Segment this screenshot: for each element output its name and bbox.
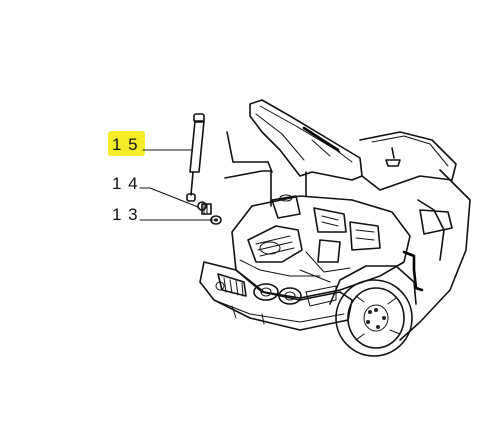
callout-15[interactable]: 1 5: [108, 131, 193, 156]
callout-14-label: 1 4: [112, 174, 139, 193]
gas-strut: [186, 113, 205, 202]
nut: [210, 215, 222, 225]
callout-15-highlight: [108, 131, 145, 156]
car-illustration: [199, 99, 471, 357]
callout-13[interactable]: 1 3: [112, 205, 214, 224]
ball-stud: [197, 201, 212, 215]
strut-location-lines: [224, 131, 273, 207]
callout-13-label: 1 3: [112, 205, 139, 224]
callout-14[interactable]: 1 4: [112, 174, 199, 208]
callout-14-leader: [139, 187, 199, 208]
callout-15-label: 1 5: [112, 135, 139, 154]
